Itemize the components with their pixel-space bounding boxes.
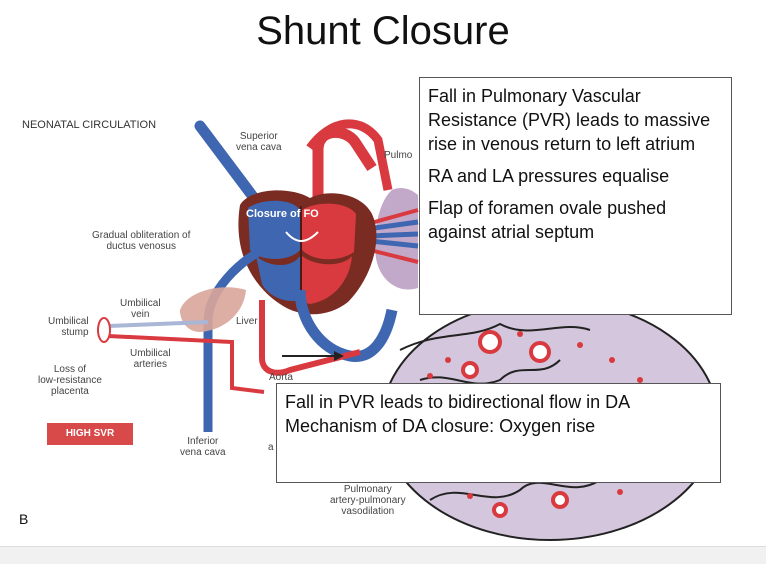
lung-shape: [374, 187, 418, 290]
inferior-vena-cava-label: Inferior vena cava: [180, 436, 226, 458]
liver-label: Liver: [236, 316, 258, 327]
slide-title: Shunt Closure: [256, 9, 510, 53]
umbilical-artery-vessel: [107, 334, 265, 394]
pulmonary-vasodilation-label: Pulmonary artery-pulmonary vasodilation: [330, 484, 406, 517]
pvr-callout-line-1: Fall in Pulmonary Vascular Resistance (P…: [428, 86, 711, 154]
da-callout-line-2: Mechanism of DA closure: Oxygen rise: [285, 416, 596, 436]
aortic-arch-vessel: [312, 126, 377, 200]
umbilical-stump-label: Umbilical stump: [48, 316, 89, 338]
pvr-callout-line-3: Flap of foramen ovale pushed against atr…: [428, 198, 667, 242]
alveoli-red-rings: [461, 330, 569, 518]
placenta-loss-label: Loss of low-resistance placenta: [38, 364, 102, 397]
umbilical-stump-shape: [97, 317, 111, 343]
neonatal-circulation-header: NEONATAL CIRCULATION: [22, 119, 157, 131]
bottom-toolbar-strip: [0, 546, 766, 564]
pvr-callout-line-2: RA and LA pressures equalise: [428, 166, 670, 186]
foramen-ovale-flap: [285, 231, 319, 242]
da-callout-line-1: Fall in PVR leads to bidirectional flow …: [285, 392, 631, 412]
superior-vena-cava-label: Superior vena cava: [236, 131, 282, 153]
right-ventricle-shape: [256, 256, 300, 302]
pvr-callout-box: Fall in Pulmonary Vascular Resistance (P…: [419, 77, 732, 315]
closure-fo-label: Closure of FO: [246, 208, 319, 220]
umbilical-vein-vessel: [107, 320, 209, 328]
alveoli-red-dots: [427, 331, 643, 499]
flow-arrow-head: [334, 351, 344, 361]
partial-a-label: a: [268, 442, 274, 453]
da-callout-box: Fall in PVR leads to bidirectional flow …: [276, 383, 721, 483]
umbilical-vein-label: Umbilical vein: [120, 298, 161, 320]
umbilical-arteries-label: Umbilical arteries: [130, 348, 171, 370]
left-ventricle-shape: [302, 256, 352, 304]
high-svr-badge: HIGH SVR: [47, 423, 133, 445]
descending-aorta-vessel: [259, 300, 361, 376]
ductus-venosus-label: Gradual obliteration of ductus venosus: [92, 230, 191, 252]
aorta-label: Aorta: [269, 372, 293, 383]
ascending-red-vessel: [306, 119, 393, 191]
left-atrium-shape: [302, 203, 356, 260]
pulmonary-partial-label: Pulmo: [384, 150, 413, 161]
figure-letter: B: [19, 511, 29, 527]
right-atrium-shape: [248, 200, 300, 259]
